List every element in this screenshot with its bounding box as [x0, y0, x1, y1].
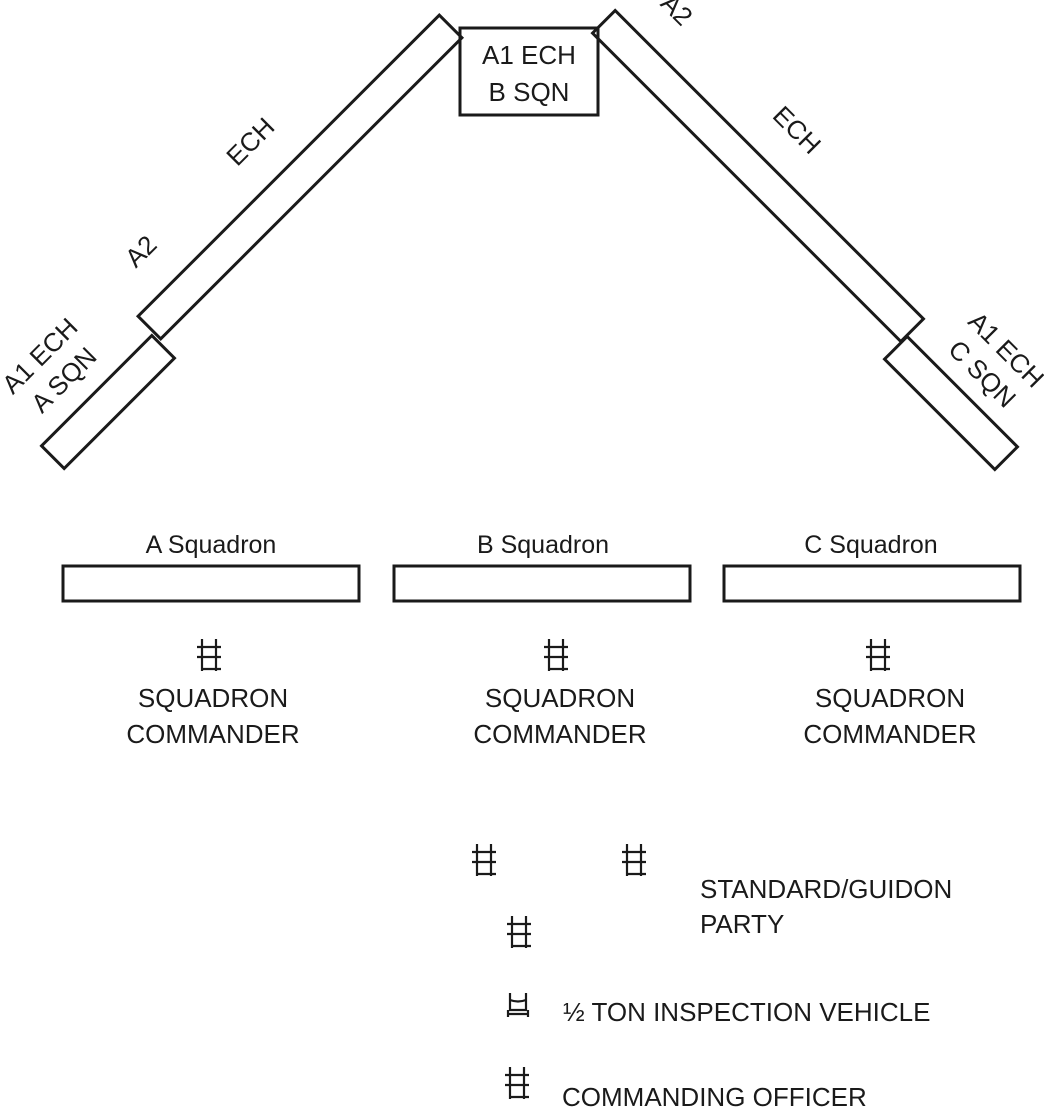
squadron-c: C Squadron SQUADRON COMMANDER: [722, 531, 1022, 749]
squadron-a-commander-line2: COMMANDER: [126, 719, 299, 749]
person-marker-icon: [542, 637, 570, 673]
standard-guidon-party: STANDARD/GUIDON PARTY: [470, 842, 952, 950]
squadron-a-box: [61, 564, 361, 603]
squadron-c-box: [722, 564, 1022, 603]
standard-party-label-line2: PARTY: [700, 909, 784, 939]
vehicle-label: ½ TON INSPECTION VEHICLE: [563, 997, 930, 1027]
left-arm-a2-ech: [135, 12, 465, 342]
squadron-c-commander-line2: COMMANDER: [803, 719, 976, 749]
center-box-b-sqn: A1 ECH B SQN: [458, 26, 600, 117]
squadron-c-commander-line1: SQUADRON: [815, 683, 965, 713]
right-end-c-sqn: [882, 334, 1020, 472]
left-arm-a2-label: A2: [119, 229, 163, 273]
person-marker-icon: [195, 637, 223, 673]
right-arm-ech-label: ECH: [767, 100, 827, 160]
commanding-officer: COMMANDING OFFICER: [503, 1065, 867, 1112]
squadron-a-name: A Squadron: [146, 531, 277, 559]
squadron-b-name: B Squadron: [477, 531, 609, 559]
right-arm-a2-ech: [590, 8, 926, 344]
person-marker-icon: [864, 637, 892, 673]
commanding-officer-label: COMMANDING OFFICER: [562, 1082, 867, 1112]
left-arm-labels: ECH A2: [119, 111, 280, 272]
person-marker-icon: [503, 1065, 531, 1101]
left-arm-ech-label: ECH: [220, 111, 280, 171]
vehicle-icon: [506, 993, 530, 1017]
squadron-a: A Squadron SQUADRON COMMANDER: [61, 531, 361, 749]
squadron-b: B Squadron SQUADRON COMMANDER: [392, 531, 692, 749]
squadron-a-commander-line1: SQUADRON: [138, 683, 288, 713]
squadron-b-commander-line2: COMMANDER: [473, 719, 646, 749]
center-box-line1: A1 ECH: [482, 40, 576, 70]
left-end-labels: A1 ECH A SQN: [0, 312, 102, 419]
squadron-b-commander-line1: SQUADRON: [485, 683, 635, 713]
person-marker-icon: [470, 842, 498, 878]
standard-party-label-line1: STANDARD/GUIDON: [700, 874, 952, 904]
person-marker-icon: [505, 914, 533, 950]
squadron-b-box: [392, 564, 692, 603]
center-box-line2: B SQN: [489, 77, 570, 107]
person-marker-icon: [620, 842, 648, 878]
inspection-vehicle: ½ TON INSPECTION VEHICLE: [506, 993, 930, 1027]
right-arm-a2-label: A2: [655, 0, 699, 32]
squadron-c-name: C Squadron: [804, 531, 937, 559]
left-end-a-sqn: [39, 333, 177, 471]
right-end-labels: A1 ECH C SQN: [943, 306, 1044, 414]
